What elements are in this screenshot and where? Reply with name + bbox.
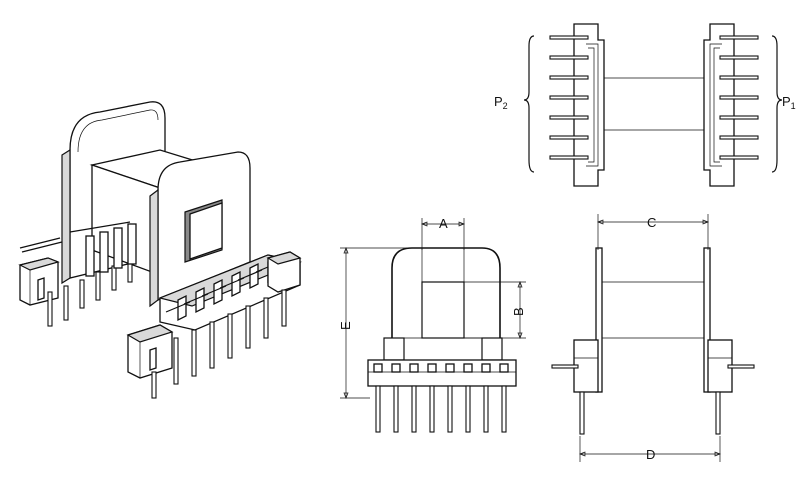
back-top-pins — [19, 221, 131, 253]
front-top-pins — [165, 261, 281, 313]
dimension-b: B — [464, 281, 526, 339]
front-view-core — [421, 281, 465, 339]
top-left-pins — [549, 35, 589, 160]
p1-label: P1 — [782, 94, 796, 111]
dimension-c: C — [597, 214, 709, 250]
front-view-flange — [391, 247, 501, 338]
front-bottom-pins — [151, 289, 287, 399]
label-e: E — [338, 321, 353, 330]
front-view-pin-holes — [373, 363, 509, 373]
dimension-d: D — [579, 436, 721, 462]
label-a: A — [439, 216, 448, 231]
top-right-pins — [719, 35, 759, 160]
top-left-flange — [573, 23, 605, 187]
front-view-pins — [375, 385, 507, 433]
p2-label: P2 — [494, 94, 508, 111]
label-b: B — [511, 307, 526, 316]
isometric-view — [18, 101, 303, 399]
back-slats — [85, 223, 137, 277]
side-view: C D — [551, 214, 755, 462]
p1-brace — [771, 35, 783, 173]
dimension-e: E — [338, 247, 420, 399]
side-right-flange — [703, 247, 711, 393]
dimension-a: A — [421, 216, 465, 250]
p2-brace — [523, 35, 535, 173]
side-left-flange — [595, 247, 603, 393]
front-view: A B E — [338, 216, 526, 433]
front-view-pin-base — [367, 359, 517, 387]
label-c: C — [647, 215, 656, 230]
label-d: D — [646, 447, 655, 462]
top-view: P2 P1 — [494, 23, 796, 187]
